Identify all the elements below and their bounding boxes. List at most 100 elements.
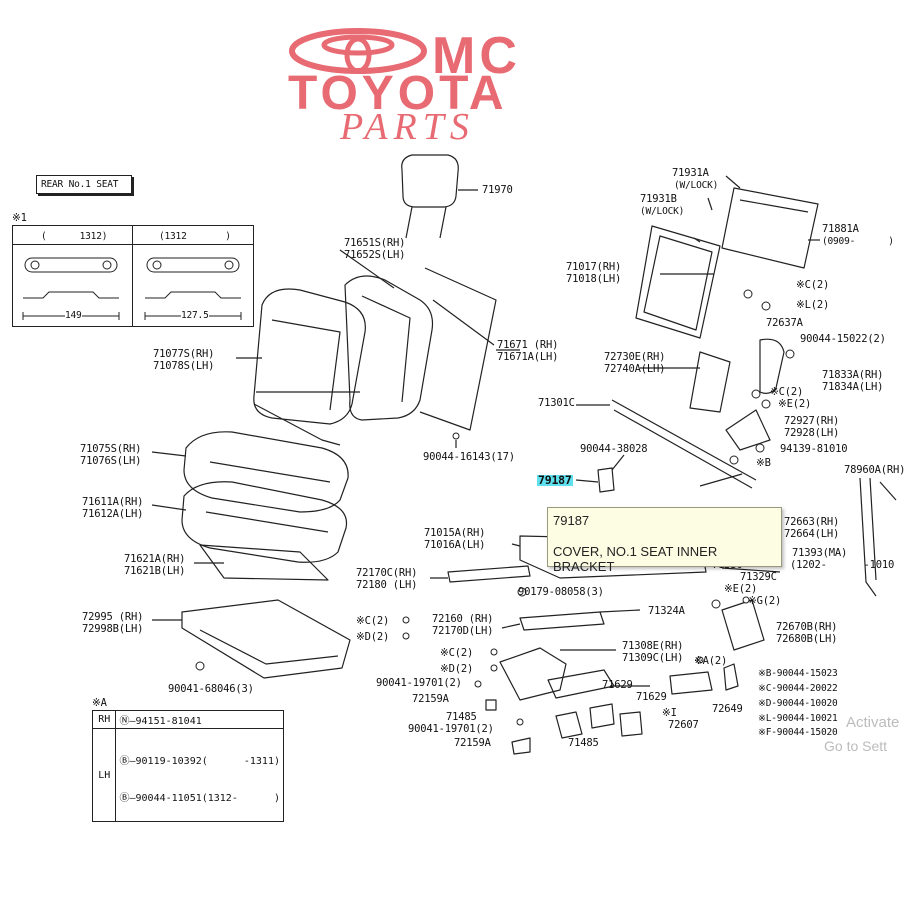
part-label[interactable]: ※E(2): [724, 583, 758, 595]
part-label[interactable]: ※C(2): [770, 386, 804, 398]
part-label[interactable]: 71629: [602, 679, 633, 691]
header-box-label: REAR No.1 SEAT: [41, 179, 119, 190]
part-label[interactable]: 90041-19701(2): [376, 677, 462, 689]
part-label[interactable]: 94139-81010: [780, 443, 848, 455]
part-label[interactable]: (W/LOCK): [674, 180, 719, 191]
part-label[interactable]: 71833A(RH): [822, 369, 884, 381]
part-label[interactable]: 72159A: [454, 737, 491, 749]
inset-right-dim: 127.5: [181, 310, 209, 321]
part-label[interactable]: 72663(RH): [784, 516, 840, 528]
inset-right-top: (1312 ): [159, 231, 231, 242]
part-label[interactable]: 71931A: [672, 167, 709, 179]
header-box: REAR No.1 SEAT: [36, 175, 132, 194]
part-label[interactable]: 72927(RH): [784, 415, 840, 427]
part-label[interactable]: 71324A: [648, 605, 685, 617]
part-label[interactable]: 72170C(RH): [356, 567, 418, 579]
part-label[interactable]: ※C(2): [440, 647, 474, 659]
part-label[interactable]: 71393(MA): [792, 547, 848, 559]
part-label[interactable]: 71329C: [740, 571, 777, 583]
inset-left-top: ( 1312): [41, 231, 108, 242]
part-label[interactable]: 71078S(LH): [153, 360, 215, 372]
part-label[interactable]: 90041-19701(2): [408, 723, 494, 735]
part-label[interactable]: 72998B(LH): [82, 623, 144, 635]
part-label[interactable]: 71301C: [538, 397, 575, 409]
part-label[interactable]: 72664(LH): [784, 528, 840, 540]
inset-left-dim: 149: [65, 310, 82, 321]
part-label[interactable]: 72740A(LH): [604, 363, 666, 375]
xa-part-multi: Ⓑ—90119-10392( -1311) Ⓑ—90044-11051(1312…: [115, 728, 284, 822]
part-label[interactable]: 72649: [712, 703, 743, 715]
part-label[interactable]: 71651S(RH): [344, 237, 406, 249]
xa-part: Ⓑ—90119-10392( -1311): [119, 756, 280, 767]
part-label[interactable]: ※D(2): [440, 663, 474, 675]
part-label-79187-highlighted[interactable]: 79187: [537, 473, 573, 487]
table-row: LH Ⓑ—90119-10392( -1311) Ⓑ—90044-11051(1…: [91, 728, 284, 822]
part-label[interactable]: 72160 (RH): [432, 613, 494, 625]
part-label[interactable]: 72670B(RH): [776, 621, 838, 633]
part-label[interactable]: 72680B(LH): [776, 633, 838, 645]
part-label[interactable]: 71018(LH): [566, 273, 622, 285]
part-label[interactable]: 71834A(LH): [822, 381, 884, 393]
part-label[interactable]: 71309C(LH): [622, 652, 684, 664]
part-label[interactable]: 72995 (RH): [82, 611, 144, 623]
part-label[interactable]: (1202- -1010: [790, 559, 895, 571]
part-label[interactable]: 71485: [568, 737, 599, 749]
part-label[interactable]: 72607: [668, 719, 699, 731]
part-label[interactable]: 71075S(RH): [80, 443, 142, 455]
xa-part: Ⓝ—94151-81041: [115, 710, 284, 729]
note-xa: ※A: [92, 697, 107, 709]
inset-divider: [132, 226, 133, 326]
part-label[interactable]: 71308E(RH): [622, 640, 684, 652]
part-label[interactable]: 71077S(RH): [153, 348, 215, 360]
part-label[interactable]: 71629: [636, 691, 667, 703]
part-label[interactable]: ※L(2): [796, 299, 830, 311]
part-label[interactable]: 72180 (LH): [356, 579, 418, 591]
part-label[interactable]: ※E(2): [778, 398, 812, 410]
part-label[interactable]: ※I: [662, 707, 677, 719]
part-label[interactable]: 71671A(LH): [497, 351, 559, 363]
toyota-emblem-icon: [289, 28, 427, 74]
logo-mc: MC: [432, 27, 521, 85]
part-label[interactable]: 71076S(LH): [80, 455, 142, 467]
part-label[interactable]: ※D(2): [356, 631, 390, 643]
note-x1: ※1: [12, 212, 27, 224]
part-label[interactable]: 90179-08058(3): [518, 586, 604, 598]
part-label[interactable]: 71881A: [822, 223, 859, 235]
part-label[interactable]: 71016A(LH): [424, 539, 486, 551]
part-label[interactable]: 90044-16143(17): [423, 451, 515, 463]
part-label[interactable]: 71931B: [640, 193, 677, 205]
part-label[interactable]: 71485: [446, 711, 477, 723]
part-label[interactable]: (0909- ): [822, 236, 894, 247]
part-label[interactable]: 71621A(RH): [124, 553, 186, 565]
part-label[interactable]: 71652S(LH): [344, 249, 406, 261]
part-label[interactable]: ※B: [756, 457, 771, 469]
part-label[interactable]: 78960A(RH): [844, 464, 905, 476]
activation-watermark-line2: Go to Sett: [824, 738, 888, 754]
part-label[interactable]: 90041-68046(3): [168, 683, 254, 695]
part-label[interactable]: 71015A(RH): [424, 527, 486, 539]
part-label[interactable]: 71017(RH): [566, 261, 622, 273]
part-label[interactable]: 72928(LH): [784, 427, 840, 439]
part-label[interactable]: ※C(2): [356, 615, 390, 627]
part-label[interactable]: (W/LOCK): [640, 206, 685, 217]
part-label[interactable]: 72637A: [766, 317, 803, 329]
table-row: RH Ⓝ—94151-81041: [91, 710, 284, 729]
part-label[interactable]: ※C(2): [796, 279, 830, 291]
part-label[interactable]: 90044-38028: [580, 443, 648, 455]
fastener-legend: ※L-90044-10021: [758, 713, 838, 724]
part-label[interactable]: 72159A: [412, 693, 449, 705]
part-label[interactable]: 71671 (RH): [497, 339, 559, 351]
xa-side: RH: [91, 710, 117, 729]
tooltip-description: COVER, NO.1 SEAT INNER BRACKET: [553, 544, 718, 574]
part-label[interactable]: 71612A(LH): [82, 508, 144, 520]
part-label[interactable]: 71621B(LH): [124, 565, 186, 577]
part-label[interactable]: 90044-15022(2): [800, 333, 886, 345]
part-label[interactable]: ※A(2): [694, 655, 728, 667]
part-label[interactable]: 72170D(LH): [432, 625, 494, 637]
part-label[interactable]: 72730E(RH): [604, 351, 666, 363]
part-label[interactable]: 71970: [482, 184, 513, 196]
part-label[interactable]: ※G(2): [748, 595, 782, 607]
part-label[interactable]: 71611A(RH): [82, 496, 144, 508]
